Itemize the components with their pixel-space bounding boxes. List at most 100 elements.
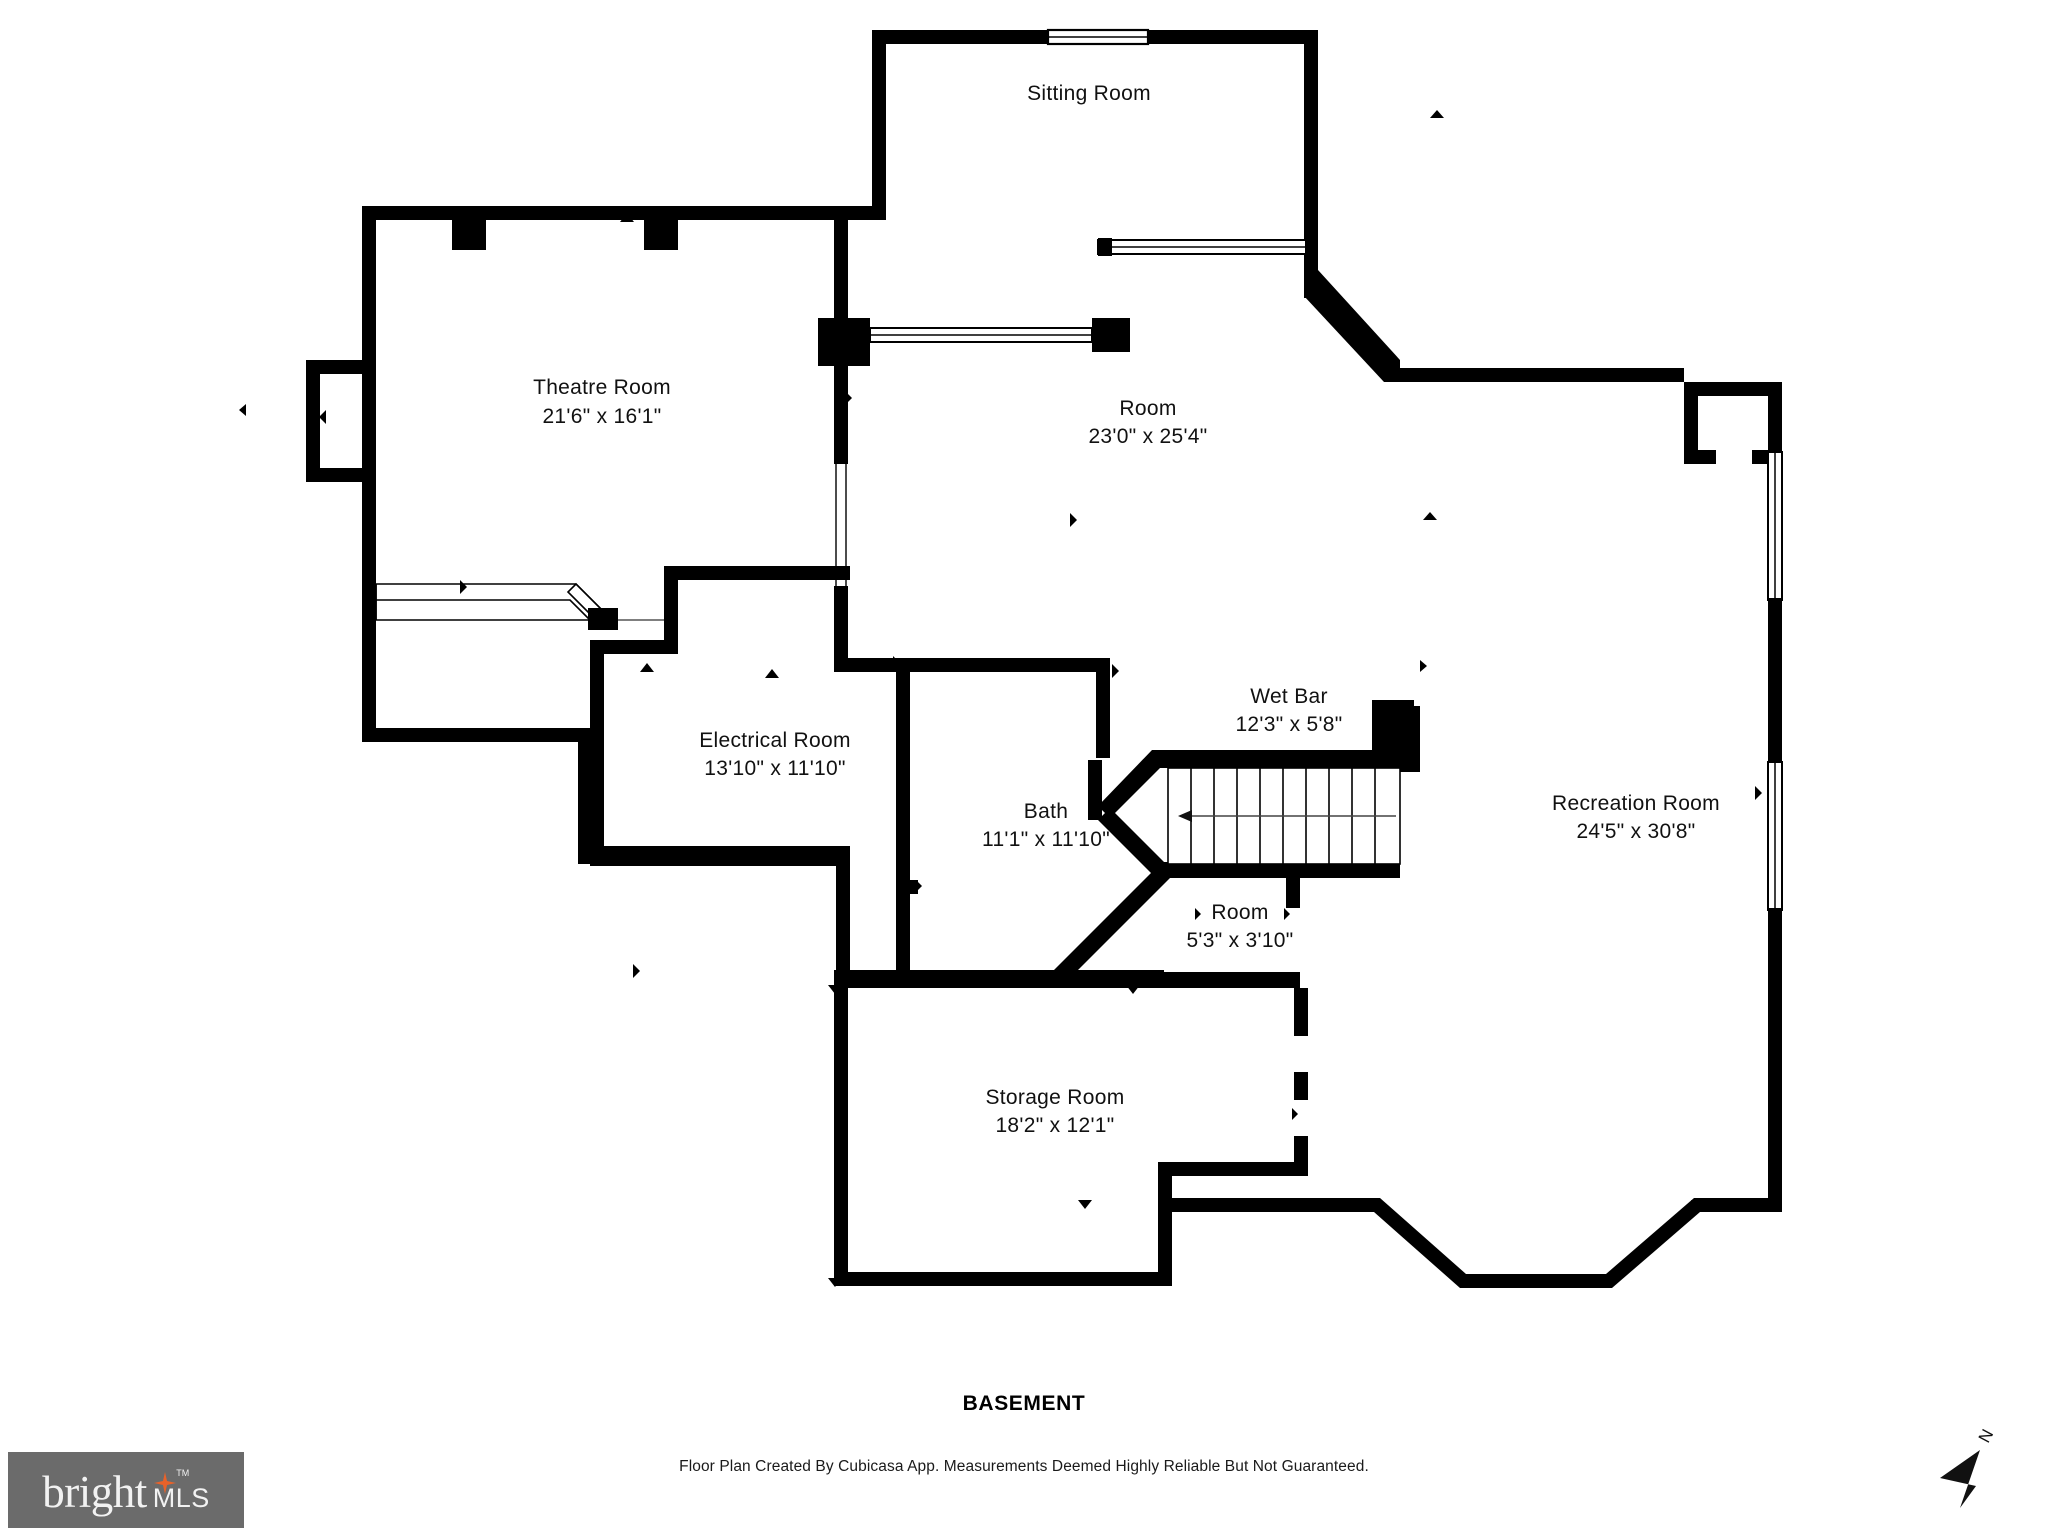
opening-storage-right-1 bbox=[1294, 1036, 1308, 1072]
wall-left-exterior-step-h bbox=[362, 728, 592, 742]
disclaimer-text: Floor Plan Created By Cubicasa App. Meas… bbox=[679, 1458, 1369, 1475]
wall-electrical-left-v bbox=[664, 566, 678, 654]
wall-electrical-outer-v bbox=[590, 640, 604, 858]
room-label-sitting-room: Sitting Room bbox=[1027, 82, 1151, 105]
wall-right-seg-2 bbox=[1768, 598, 1782, 764]
room-label-storage-room: Storage Room 18'2" x 12'1" bbox=[985, 1086, 1124, 1137]
room-labels: Sitting Room Theatre Room 21'6" x 16'1" … bbox=[533, 82, 1720, 1137]
door-layer bbox=[375, 582, 664, 630]
wall-stair-angle-lower-2 bbox=[1050, 864, 1172, 986]
wall-electrical-left-h bbox=[590, 640, 678, 654]
brand-suffix: MLS bbox=[152, 1482, 210, 1513]
wall-alcove-right bbox=[1768, 382, 1782, 464]
trademark-symbol: TM bbox=[176, 1467, 190, 1478]
wall-storage-left bbox=[834, 970, 848, 1286]
wall-hall-bottom bbox=[834, 970, 852, 988]
door-markers bbox=[239, 110, 1762, 1287]
wall-bath-notch bbox=[896, 880, 918, 894]
room-label-electrical-room: Electrical Room 13'10" x 11'10" bbox=[699, 729, 851, 780]
wall-theatre-left bbox=[362, 206, 376, 580]
room-label-small-room: Room 5'3" x 3'10" bbox=[1186, 901, 1293, 952]
brand-name: bright bbox=[42, 1466, 147, 1517]
wall-left-lower-h bbox=[578, 846, 850, 864]
wall-wetbar-block bbox=[1372, 700, 1420, 772]
opening-storage-right-2 bbox=[1294, 1100, 1308, 1136]
wall-theatre-right-lower bbox=[834, 586, 848, 670]
wall-electrical-top bbox=[664, 566, 850, 580]
staircase bbox=[1167, 767, 1401, 865]
wall-top-left-seg bbox=[872, 30, 1048, 44]
room-name: Room bbox=[1211, 901, 1268, 924]
wall-bath-top bbox=[850, 658, 1110, 672]
wall-pier-block bbox=[818, 318, 870, 366]
room-label-theatre-room: Theatre Room 21'6" x 16'1" bbox=[533, 376, 671, 428]
wall-bath-right-v bbox=[1096, 658, 1110, 758]
wall-lower-connector bbox=[1050, 972, 1300, 988]
room-name: Recreation Room bbox=[1552, 792, 1720, 815]
page-title: BASEMENT bbox=[962, 1392, 1086, 1415]
wall-left-exterior-upper bbox=[362, 580, 376, 740]
wall-sitting-room-outline bbox=[872, 30, 1318, 214]
wall-storage-bottom bbox=[834, 1272, 1164, 1286]
room-dimensions: 24'5" x 30'8" bbox=[1576, 820, 1695, 843]
wall-stair-angle-upper bbox=[1098, 750, 1386, 818]
room-label-bath: Bath 11'1" x 11'10" bbox=[982, 800, 1110, 851]
north-arrow-icon: N bbox=[1940, 1426, 1998, 1508]
wall-stair-angle-lower bbox=[1098, 808, 1170, 880]
room-dimensions: 12'3" x 5'8" bbox=[1235, 713, 1342, 736]
room-dimensions: 21'6" x 16'1" bbox=[542, 405, 661, 428]
room-name: Theatre Room bbox=[533, 376, 671, 399]
room-dimensions: 5'3" x 3'10" bbox=[1186, 929, 1293, 952]
window-right-upper bbox=[1767, 451, 1783, 601]
room-dimensions: 23'0" x 25'4" bbox=[1088, 425, 1207, 448]
wall-stub-pilaster-2 bbox=[644, 220, 678, 250]
wall-bath-left-v2 bbox=[896, 888, 910, 978]
wall-theatre-niche-top bbox=[306, 360, 376, 374]
wall-angle-fill bbox=[1318, 272, 1396, 380]
room-label-recreation-room: Recreation Room 24'5" x 30'8" bbox=[1552, 792, 1720, 843]
window-right-lower bbox=[1767, 761, 1783, 911]
room-name: Room bbox=[1119, 397, 1176, 420]
wall-storage-right-upper bbox=[1294, 988, 1308, 1168]
room-dimensions: 13'10" x 11'10" bbox=[704, 757, 845, 780]
room-label-wet-bar: Wet Bar 12'3" x 5'8" bbox=[1235, 685, 1342, 736]
wall-stub-pilaster-1 bbox=[452, 220, 486, 250]
wall-opening-sitting-lower-stub bbox=[1098, 238, 1112, 256]
wall-storage-step-h bbox=[1158, 1162, 1308, 1176]
bright-mls-logo: bright MLS TM bbox=[8, 1452, 244, 1528]
wall-theatre-niche-bottom bbox=[306, 468, 376, 482]
room-dimensions: 18'2" x 12'1" bbox=[995, 1114, 1114, 1137]
wall-bottom-right-bay bbox=[1158, 1194, 1782, 1288]
room-dimensions: 11'1" x 11'10" bbox=[982, 828, 1110, 851]
wall-right-seg-3 bbox=[1768, 908, 1782, 1208]
wall-door-jamb-lower-left bbox=[588, 608, 618, 630]
wall-alcove-top bbox=[1684, 382, 1698, 464]
wall-theatre-niche-left bbox=[306, 360, 320, 482]
wall-alcove-left bbox=[1684, 382, 1782, 396]
window-top-sitting bbox=[1046, 28, 1150, 46]
wall-top-right-seg bbox=[1148, 30, 1318, 44]
opening-theatre-right bbox=[834, 464, 848, 586]
wall-left-exterior-mid bbox=[578, 728, 592, 858]
room-name: Wet Bar bbox=[1250, 685, 1328, 708]
wall-theatre-top bbox=[362, 206, 886, 220]
wall-upper-right-horizontal bbox=[1384, 368, 1684, 382]
wall-corridor-left-v bbox=[1088, 760, 1102, 820]
wall-pier-block-right bbox=[1092, 318, 1130, 352]
wall-sitting-right bbox=[1304, 30, 1318, 298]
wall-right-seg-1 bbox=[1768, 382, 1782, 396]
wall-storage-step-v bbox=[1158, 1162, 1172, 1286]
wall-left-bottom-v bbox=[836, 846, 850, 982]
north-label: N bbox=[1975, 1426, 1998, 1446]
opening-main-to-sitting bbox=[869, 327, 1093, 343]
room-name: Sitting Room bbox=[1027, 82, 1151, 105]
wall-stair-landing-h bbox=[1158, 862, 1400, 878]
room-name: Storage Room bbox=[985, 1086, 1124, 1109]
wall-stair-short-v bbox=[1286, 876, 1300, 908]
wall-bath-left-v bbox=[896, 658, 910, 888]
room-label-main-room: Room 23'0" x 25'4" bbox=[1088, 397, 1207, 448]
room-name: Bath bbox=[1024, 800, 1068, 823]
room-name: Electrical Room bbox=[699, 729, 851, 752]
opening-sitting-lower bbox=[1097, 239, 1307, 255]
